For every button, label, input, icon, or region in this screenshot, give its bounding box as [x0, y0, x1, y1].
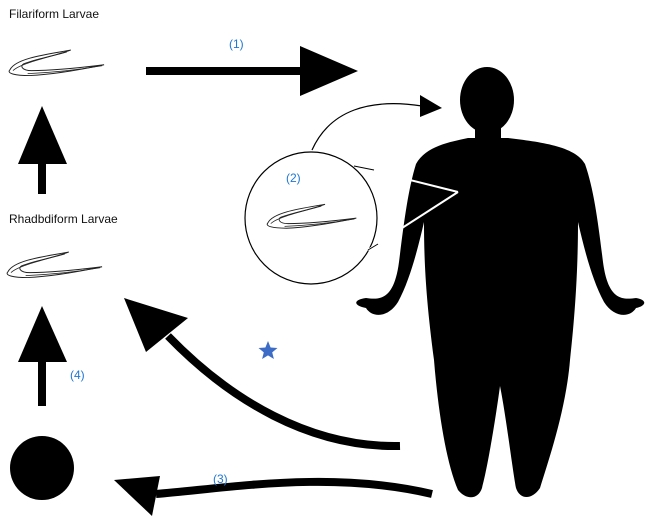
- arrow-up-top: [18, 106, 67, 194]
- magnifier-circle: [244, 151, 459, 285]
- step-3-label: (3): [213, 472, 228, 486]
- egg-circle-icon: [10, 436, 74, 500]
- arrow-4: [18, 306, 67, 406]
- human-silhouette-icon: [356, 67, 645, 498]
- arrow-1: [146, 46, 358, 96]
- filariform-label: Filariform Larvae: [9, 7, 100, 21]
- filariform-larva-icon: [8, 49, 105, 77]
- arrow-return-upper: [124, 298, 401, 451]
- step-1-label: (1): [229, 37, 244, 51]
- rhabditiform-larva-icon: [6, 251, 103, 279]
- rhabditiform-label: Rhadbdiform Larvae: [9, 212, 118, 226]
- arrow-entry: [311, 95, 442, 151]
- step-2-label: (2): [286, 171, 301, 185]
- arrow-3: [114, 476, 433, 516]
- star-icon: [258, 341, 278, 359]
- step-4-label: (4): [70, 368, 85, 382]
